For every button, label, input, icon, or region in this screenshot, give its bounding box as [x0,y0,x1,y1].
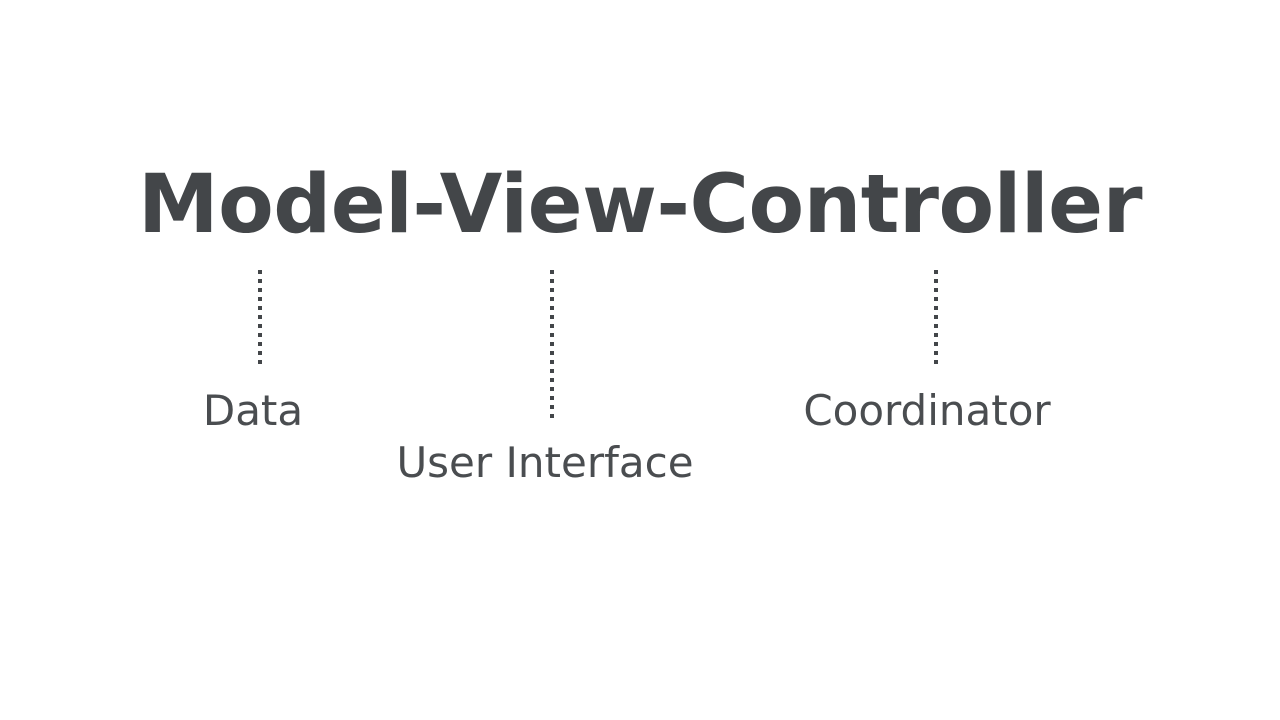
view-connector-dotted-line [550,270,554,419]
page-title: Model-View-Controller [137,158,1143,252]
view-label: User Interface [396,438,694,487]
controller-connector-dotted-line [934,270,938,366]
controller-label: Coordinator [803,386,1051,435]
model-connector-dotted-line [258,270,262,366]
model-label: Data [202,386,304,435]
